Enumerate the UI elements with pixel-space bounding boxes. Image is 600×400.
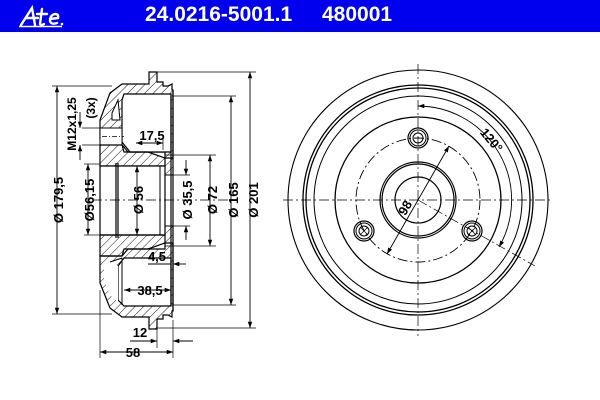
title-bar: 24.0216-5001.1 480001: [0, 0, 600, 32]
dim-12: 12: [133, 325, 147, 340]
dim-thread: M12x1,25: [65, 97, 79, 151]
dim-d35-5: Ø 35,5: [180, 180, 195, 219]
dim-d56-15: Ø56,15: [82, 179, 97, 222]
ate-logo: [19, 4, 64, 28]
dim-38-5: 38,5: [137, 283, 162, 298]
dim-d165: Ø 165: [226, 182, 241, 217]
dim-thread-count: (3x): [84, 97, 98, 118]
dim-angle-120: 120°: [477, 125, 506, 155]
dim-d56: Ø 56: [131, 186, 146, 214]
dim-17-5: 17,5: [139, 128, 164, 143]
dim-d179-5: Ø 179,5: [51, 177, 66, 223]
bolt-hole: [353, 220, 375, 242]
front-view: [283, 64, 553, 336]
dim-d72: Ø 72: [205, 186, 220, 214]
dim-d201: Ø 201: [246, 182, 261, 217]
reference-number: 480001: [322, 3, 393, 26]
dim-bolt-circle-98: 98: [395, 198, 415, 218]
dim-4-5: 4,5: [148, 249, 166, 264]
part-number: 24.0216-5001.1: [145, 3, 293, 26]
bolt-hole: [461, 220, 483, 242]
dim-58: 58: [126, 345, 140, 360]
side-section-view: Ø 201 Ø 165 Ø 72 Ø 35,5 Ø 56 Ø56,15 Ø 17…: [51, 71, 261, 360]
